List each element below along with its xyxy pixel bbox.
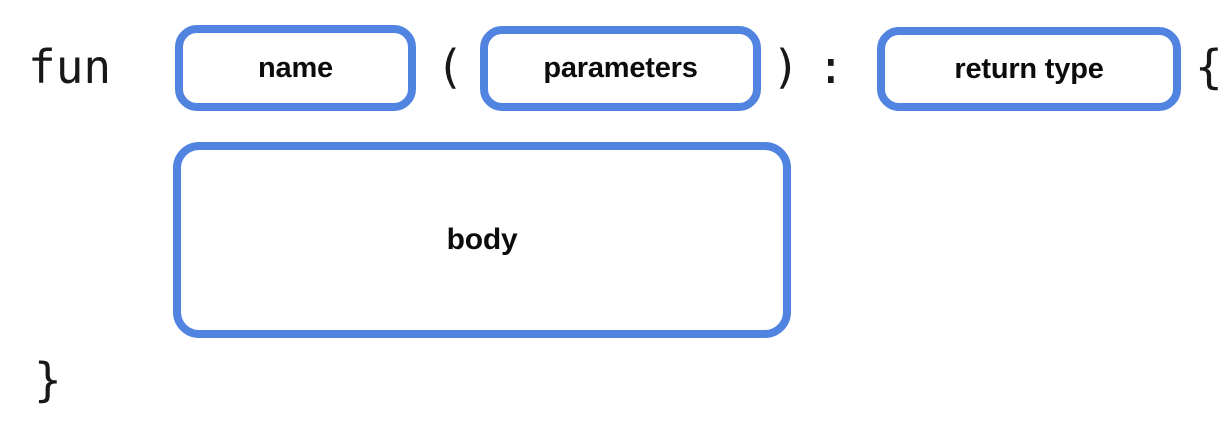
slot-name[interactable]: name [175, 25, 416, 111]
slot-name-label: name [258, 51, 333, 84]
paren-open-token: ( [436, 40, 464, 94]
slot-parameters-label: parameters [543, 52, 698, 84]
slot-return-type-label: return type [954, 52, 1104, 85]
slot-return-type[interactable]: return type [877, 27, 1181, 111]
colon-token: : [817, 40, 845, 94]
brace-open-token: { [1195, 40, 1223, 94]
slot-body[interactable]: body [173, 142, 791, 338]
slot-parameters[interactable]: parameters [480, 26, 761, 111]
keyword-fun: fun [28, 40, 112, 94]
paren-close-token: ) [772, 40, 800, 94]
brace-close-token: } [34, 353, 62, 407]
slot-body-label: body [446, 223, 518, 256]
